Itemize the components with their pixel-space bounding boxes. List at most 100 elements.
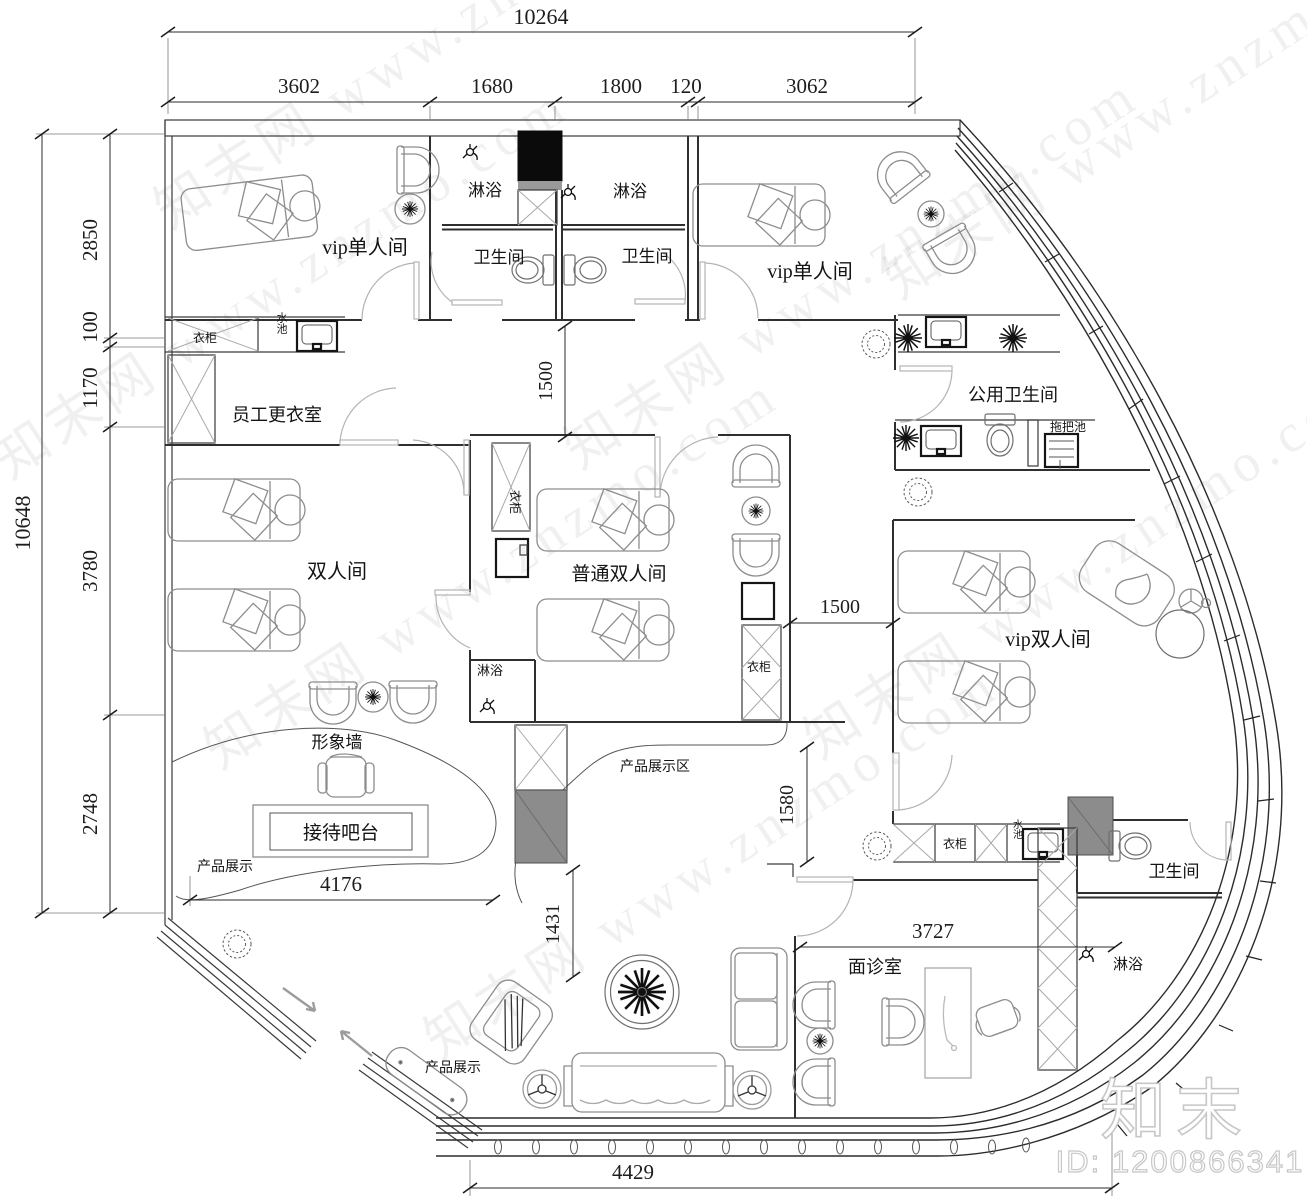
label-sink-bottom-right: 水池 — [1011, 819, 1023, 839]
label-image-wall: 形象墙 — [312, 733, 363, 752]
svg-text:知末网 www.znzmo.com: 知末网 www.znzmo.com — [194, 364, 790, 780]
svg-text:知末网 www.znzmo.com: 知末网 www.znzmo.com — [794, 354, 1307, 770]
sofa-two-seat — [730, 947, 788, 1051]
shower-head-bottom — [1078, 945, 1094, 963]
label-staff-room: 员工更衣室 — [232, 405, 322, 425]
dim-corridor-width: 1500 — [820, 596, 860, 618]
massage-chair — [469, 979, 553, 1065]
label-wardrobe-center-top: 衣柜 — [508, 490, 523, 514]
label-wardrobe-bottom-right: 衣柜 — [943, 836, 967, 851]
wardrobe-left-counter — [167, 317, 339, 353]
label-shower-left: 淋浴 — [468, 181, 502, 200]
plant-icon — [998, 323, 1028, 353]
entrance-arrows — [282, 987, 373, 1057]
dim-top-seg-3: 1800 — [600, 74, 642, 98]
brand-id: ID: 1200866341 — [1056, 1144, 1305, 1179]
dim-left-seg-3: 1170 — [78, 367, 102, 408]
display-bench — [385, 1046, 468, 1116]
dim-left-seg-1: 2850 — [78, 219, 102, 261]
dim-top-seg-2: 1680 — [471, 74, 513, 98]
label-product-display-area: 产品展示区 — [620, 759, 690, 775]
toilet-top-right — [563, 254, 607, 286]
svg-text:知末网 www.znzmo.com: 知末网 www.znzmo.com — [874, 0, 1307, 310]
dim-left-seg-5: 2748 — [78, 793, 102, 835]
dim-top-total: 10264 — [514, 4, 569, 29]
label-wc-right: 卫生间 — [622, 247, 673, 266]
wardrobe-strip-center-bottom — [740, 581, 782, 721]
sink-public-top — [924, 315, 968, 349]
reception-desk — [252, 804, 429, 858]
label-mop-pool: 拖把池 — [1050, 420, 1086, 434]
label-standard-double: 普通双人间 — [571, 563, 666, 585]
chair-consult-patient — [881, 997, 925, 1047]
wardrobe-staff — [167, 354, 216, 444]
dimension-left: 10648 2850 100 1170 3780 2748 — [10, 128, 165, 919]
label-double-room: 双人间 — [307, 560, 367, 583]
label-shower-right: 淋浴 — [613, 182, 647, 201]
label-product-display-bottom: 产品展示 — [425, 1060, 481, 1076]
shaft-bottom-right — [1067, 796, 1114, 856]
side-table — [917, 200, 945, 228]
bed-double-2 — [167, 588, 306, 652]
dim-consult-width: 3727 — [912, 919, 954, 943]
label-vip-double: vip双人间 — [1005, 628, 1091, 651]
bed-standard-2 — [536, 598, 675, 662]
mop-pool-basin — [1027, 419, 1080, 470]
label-reception: 接待吧台 — [303, 822, 379, 844]
label-vip-single-left: vip单人间 — [322, 236, 408, 259]
label-public-wc: 公用卫生间 — [968, 385, 1058, 405]
side-table — [806, 1027, 834, 1055]
label-wardrobe-left: 衣柜 — [193, 330, 217, 345]
chair-consult-1 — [792, 980, 836, 1030]
chair-standard-1 — [731, 444, 781, 488]
dim-display-height: 1580 — [776, 785, 798, 825]
sink-public-bottom — [919, 424, 963, 458]
mullion-ticks — [998, 182, 1277, 1137]
bush-plant — [861, 329, 891, 359]
reception-chair — [317, 753, 375, 798]
side-table — [357, 681, 389, 713]
sofa-three-seat — [563, 1052, 734, 1113]
planter-left — [522, 1069, 562, 1109]
planter-right — [732, 1070, 772, 1110]
structural-column — [517, 130, 563, 226]
side-table — [394, 193, 426, 225]
doors — [339, 251, 1232, 937]
dim-left-total: 10648 — [10, 496, 35, 551]
consult-office-chair — [969, 995, 1025, 1041]
dim-left-seg-4: 3780 — [78, 550, 102, 592]
dim-top-seg-4: 120 — [670, 74, 702, 98]
dim-top-seg-5: 3062 — [786, 74, 828, 98]
chaise-vip-double — [1078, 540, 1175, 627]
shower-head-double — [479, 697, 495, 715]
plant-icon — [892, 424, 920, 452]
bed-double-1 — [167, 478, 306, 542]
interior-walls — [165, 136, 1222, 1118]
bed-vip-single-right — [692, 183, 831, 247]
label-consult-room: 面诊室 — [848, 957, 902, 977]
watermark-tile: 知末网 www.znzmo.com 知末网 www.znzmo.com 知末网 … — [0, 0, 1307, 1070]
table-vip-double — [1155, 588, 1212, 659]
label-product-display-left: 产品展示 — [197, 859, 253, 875]
label-shower-double: 淋浴 — [477, 663, 503, 678]
chair-double-2 — [388, 680, 438, 724]
elevator-shaft — [514, 724, 568, 864]
bush-plant — [222, 929, 252, 959]
label-wc-left: 卫生间 — [474, 248, 525, 267]
storefront-mullions — [494, 1137, 1030, 1155]
wardrobe-strip-center-top — [491, 442, 531, 579]
entry-display-walls — [156, 917, 483, 1149]
dimension-top: 10264 3602 1680 1800 120 3062 — [160, 4, 923, 120]
dim-left-seg-2: 100 — [78, 311, 102, 343]
dim-entry-height: 1431 — [542, 904, 564, 944]
round-rug — [604, 954, 680, 1030]
label-sink-left: 水池 — [275, 312, 288, 334]
label-wardrobe-center-bottom: 衣柜 — [747, 659, 771, 674]
label-shower-bottom: 淋浴 — [1113, 956, 1143, 973]
left-wall — [164, 120, 173, 925]
shower-head-right — [560, 183, 576, 201]
chair-consult-2 — [792, 1057, 836, 1107]
wardrobe-strip-bottom-right — [1037, 827, 1078, 1071]
